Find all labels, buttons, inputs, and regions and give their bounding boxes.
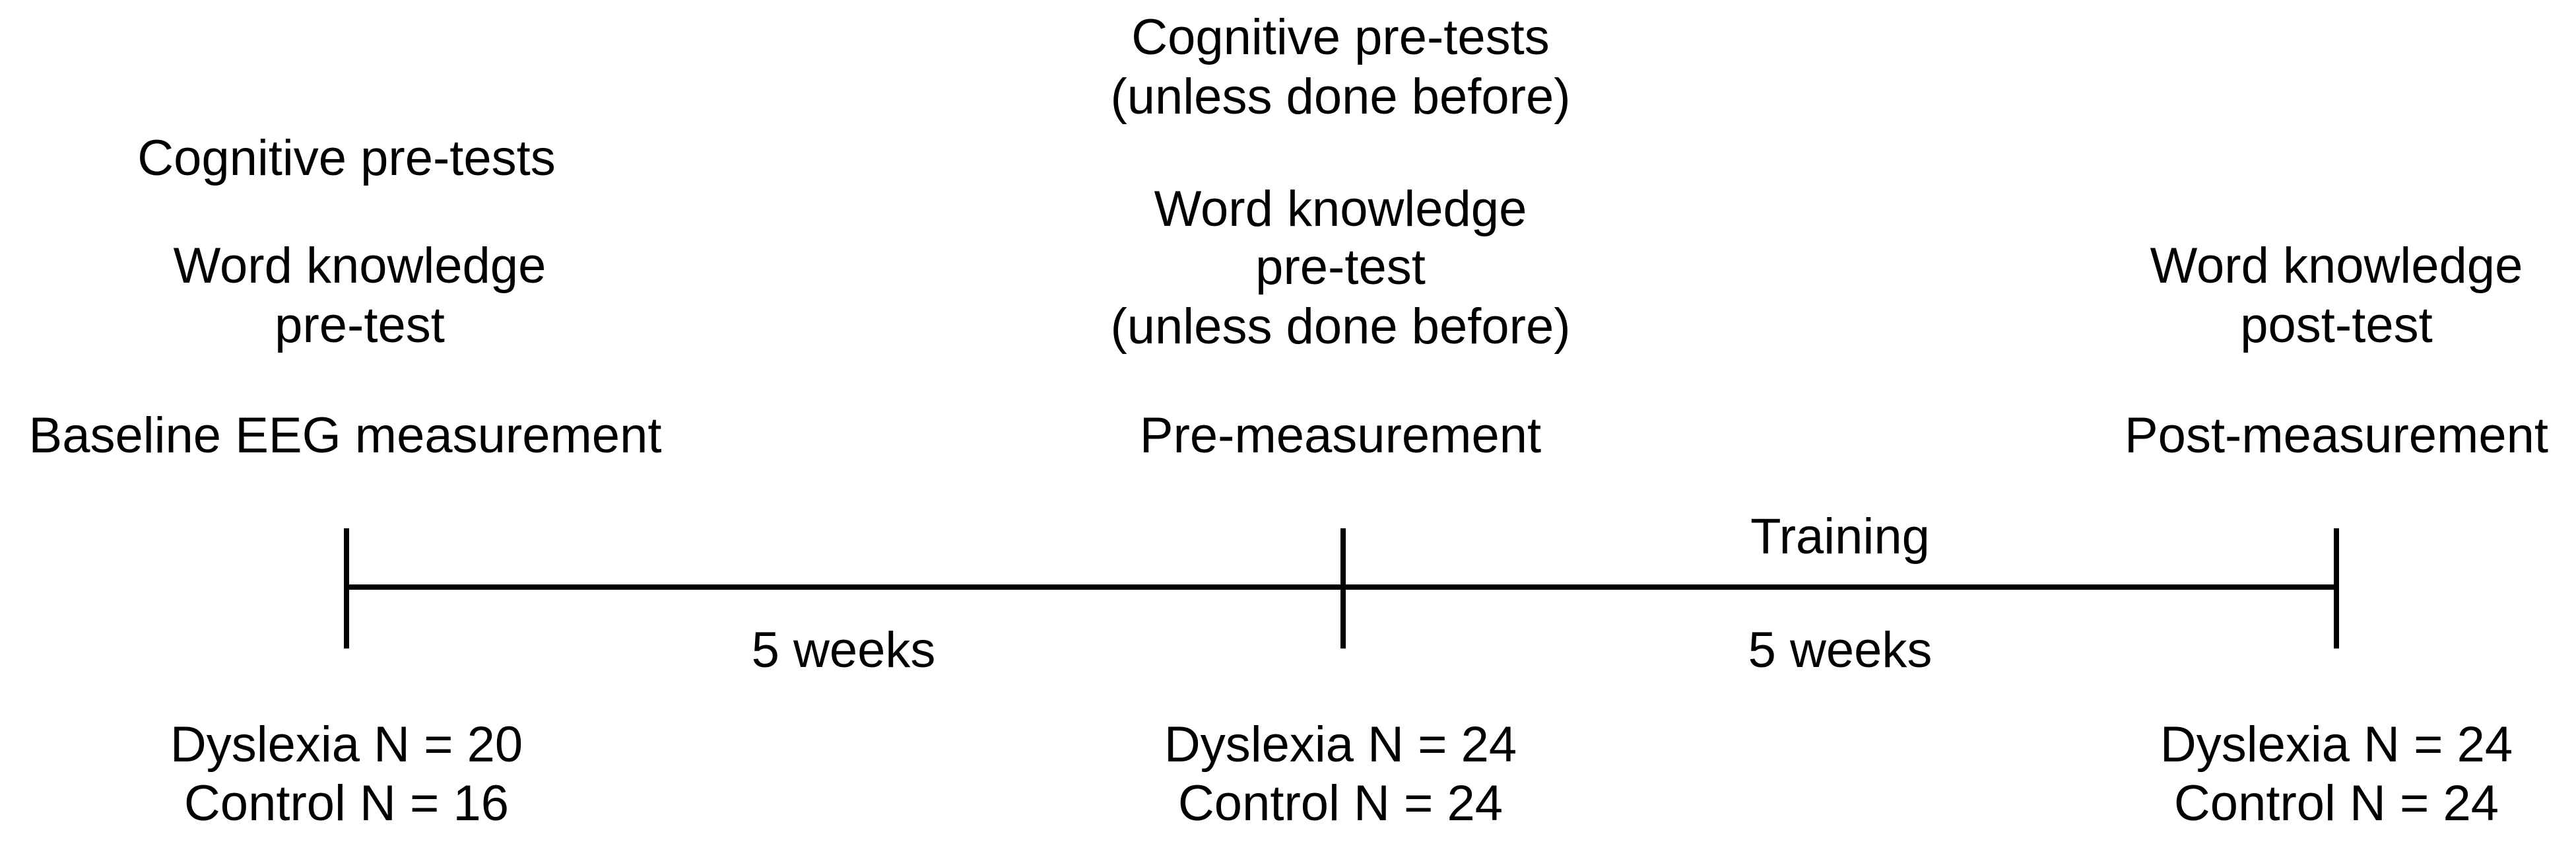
interval2-training-label: Training (1750, 509, 1930, 565)
baseline-word-knowledge-line1: Word knowledge (173, 238, 546, 294)
baseline-dyslexia-count: Dyslexia N = 20 (170, 717, 523, 773)
baseline-cognitive-pretests: Cognitive pre-tests (137, 130, 556, 186)
pre-cognitive-line2: (unless done before) (1110, 69, 1571, 125)
pre-word-knowledge-line2: pre-test (1255, 239, 1426, 295)
post-dyslexia-count: Dyslexia N = 24 (2160, 717, 2513, 773)
post-control-count: Control N = 24 (2173, 775, 2499, 831)
post-word-knowledge-line2: post-test (2240, 297, 2433, 353)
pre-control-count: Control N = 24 (1177, 775, 1503, 831)
post-word-knowledge-line1: Word knowledge (2150, 238, 2523, 294)
pre-measurement-label: Pre-measurement (1139, 407, 1542, 464)
pre-word-knowledge-line3: (unless done before) (1110, 298, 1571, 355)
baseline-measurement-label: Baseline EEG measurement (28, 407, 662, 464)
baseline-control-count: Control N = 16 (183, 775, 510, 831)
pre-dyslexia-count: Dyslexia N = 24 (1164, 717, 1517, 773)
pre-word-knowledge-line1: Word knowledge (1154, 181, 1527, 237)
post-measurement-label: Post-measurement (2124, 407, 2549, 464)
interval2-duration: 5 weeks (1748, 622, 1932, 678)
pre-cognitive-line1: Cognitive pre-tests (1131, 9, 1550, 65)
interval1-duration: 5 weeks (751, 622, 936, 678)
baseline-word-knowledge-line2: pre-test (275, 297, 445, 353)
